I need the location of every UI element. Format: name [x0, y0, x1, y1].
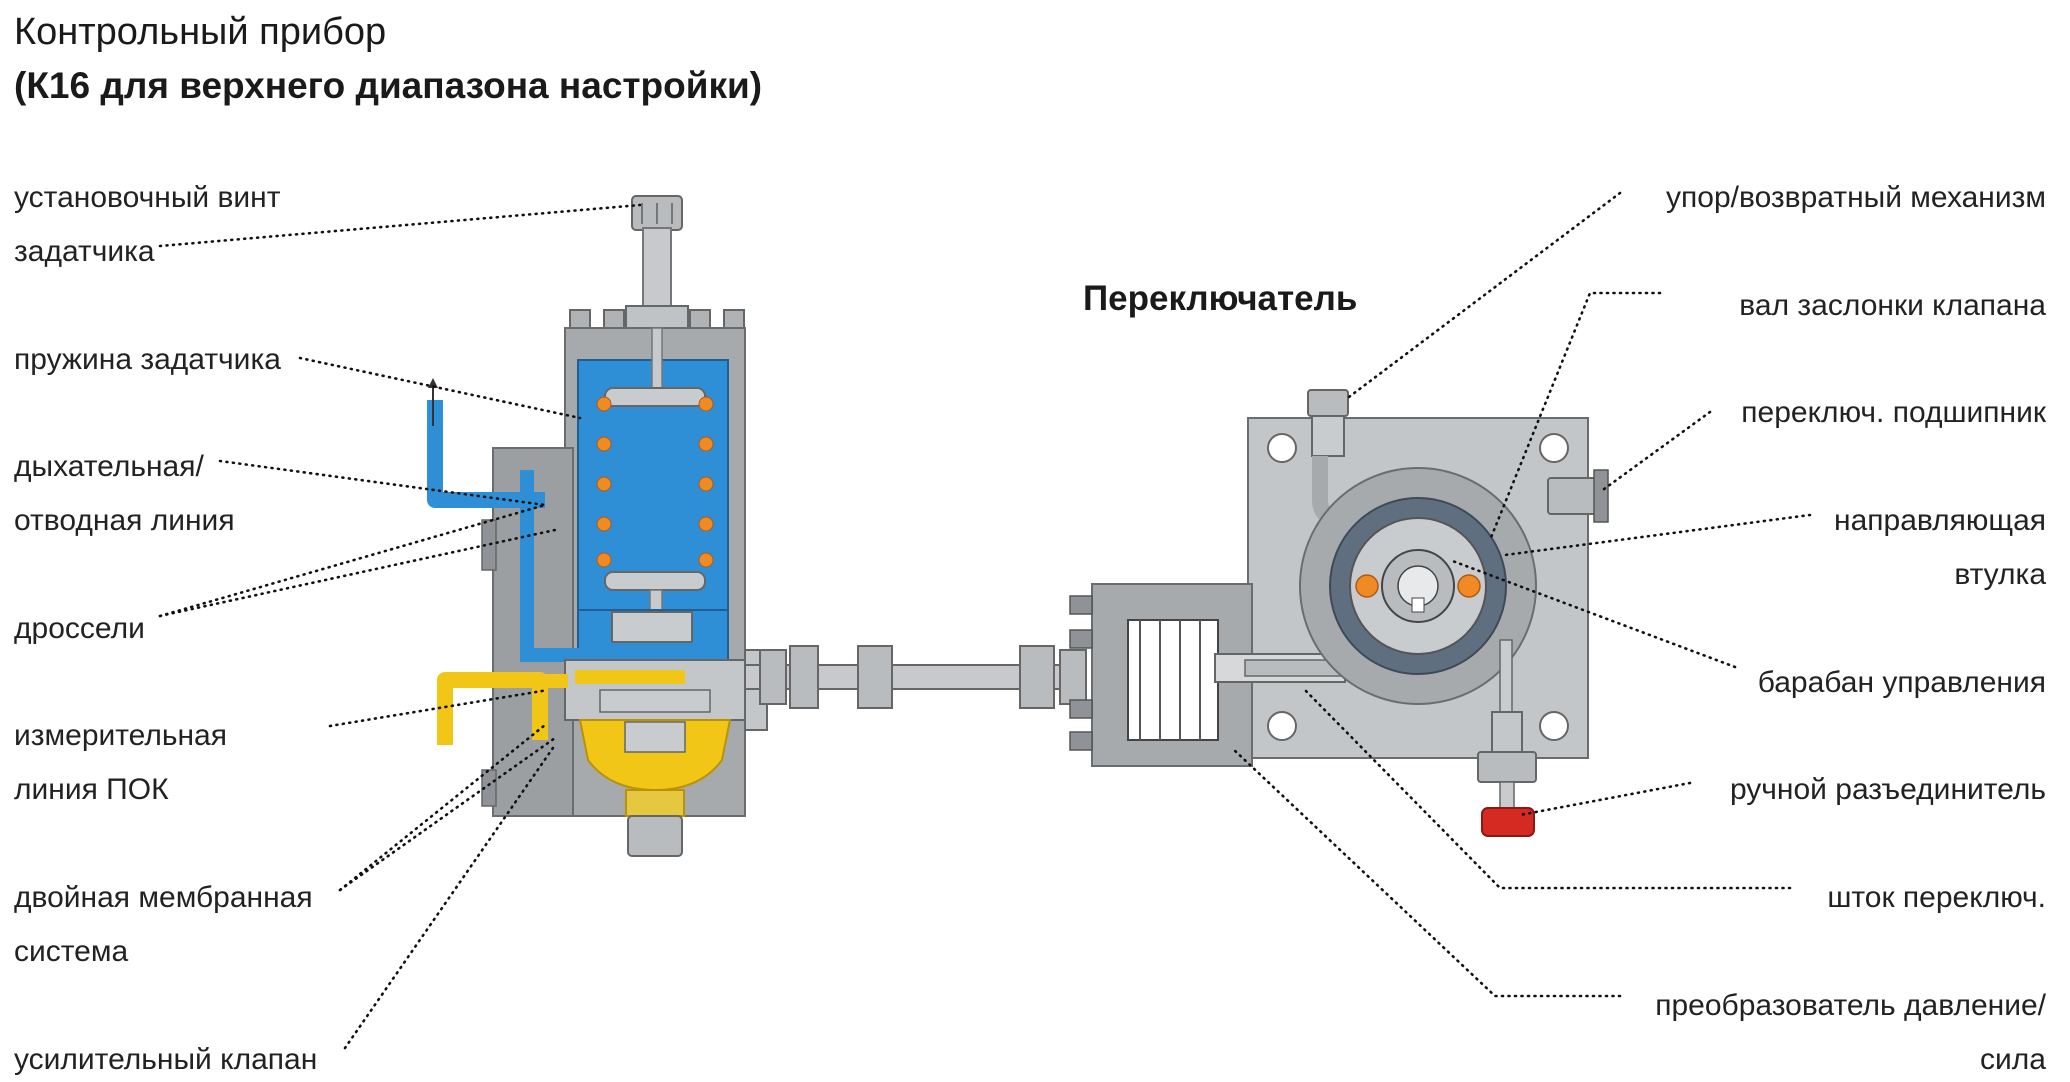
title-line-2: (К16 для верхнего диапазона настройки): [14, 65, 763, 106]
leader-lines: [158, 191, 1812, 1050]
label-measuring-2: линия ПОК: [14, 773, 169, 806]
label-set-screw-1: установочный винт: [14, 181, 281, 214]
spring-coil-icon: [596, 396, 714, 568]
measuring-pipe: [437, 672, 548, 745]
switch-subtitle: Переключатель: [1083, 279, 1358, 318]
label-membrane-1: двойная мембранная: [14, 881, 313, 914]
connecting-pipe: [744, 645, 1087, 709]
spring-plate-bottom: [604, 571, 706, 591]
label-spring: пружина задатчика: [14, 343, 281, 376]
label-drum: барабан управления: [1757, 666, 2046, 699]
label-converter-2: сила: [1980, 1043, 2046, 1076]
label-membrane-2: система: [14, 935, 129, 968]
label-bearing: переключ. подшипник: [1741, 396, 2046, 429]
label-stop: упор/возвратный механизм: [1666, 181, 2046, 214]
label-disconnector: ручной разъединитель: [1729, 773, 2046, 806]
switch-unit-icon: [1069, 389, 1609, 837]
label-measuring-1: измерительная: [14, 719, 227, 752]
disconnector-knob: [1481, 807, 1535, 837]
pressure-controller-icon: [427, 195, 768, 857]
label-set-screw-2: задатчика: [14, 235, 155, 268]
spring-plate-top: [604, 387, 706, 407]
label-rod: шток переключ.: [1827, 881, 2046, 914]
guide-pin-left: [1355, 574, 1379, 598]
label-guide-1: направляющая: [1834, 504, 2046, 537]
breather-pipe: [427, 400, 545, 508]
label-breather-2: отводная линия: [14, 504, 235, 537]
label-guide-2: втулка: [1954, 558, 2046, 591]
label-throttles: дроссели: [14, 612, 145, 645]
label-breather-1: дыхательная/: [14, 450, 204, 483]
guide-pin-right: [1457, 574, 1481, 598]
label-amplifier: усилительный клапан: [14, 1043, 318, 1076]
label-converter-1: преобразователь давление/: [1655, 989, 2046, 1022]
title-line-1: Контрольный прибор: [14, 11, 387, 53]
label-shaft: вал заслонки клапана: [1739, 289, 2046, 322]
